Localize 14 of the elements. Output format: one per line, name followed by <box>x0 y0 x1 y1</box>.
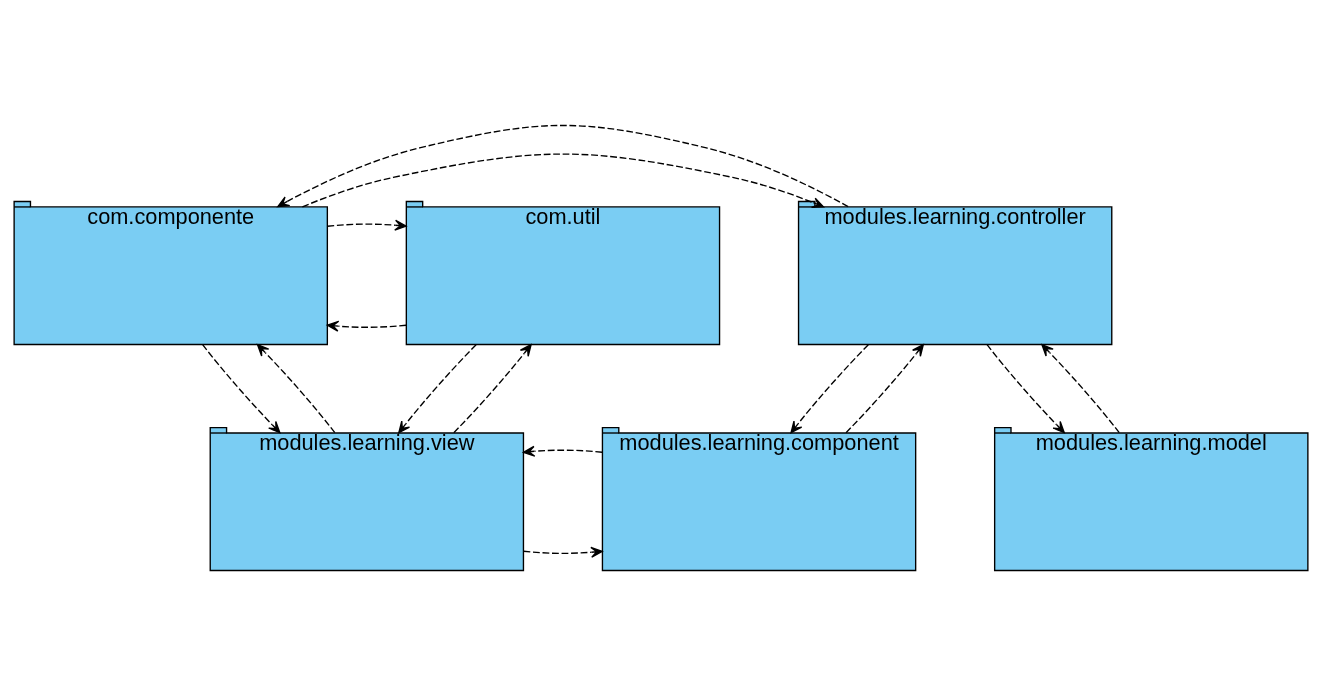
arrow <box>301 153 825 208</box>
arrow <box>326 320 407 332</box>
arrow <box>326 219 407 231</box>
arrow <box>522 445 603 457</box>
arrow <box>398 344 477 434</box>
arrow <box>986 344 1065 434</box>
arrow <box>790 344 869 434</box>
arrow <box>845 344 924 434</box>
arrow <box>522 546 603 558</box>
arrow <box>453 344 532 434</box>
arrow <box>277 124 849 208</box>
arrow <box>201 344 281 434</box>
arrow <box>1041 344 1120 434</box>
arrow <box>256 344 336 434</box>
